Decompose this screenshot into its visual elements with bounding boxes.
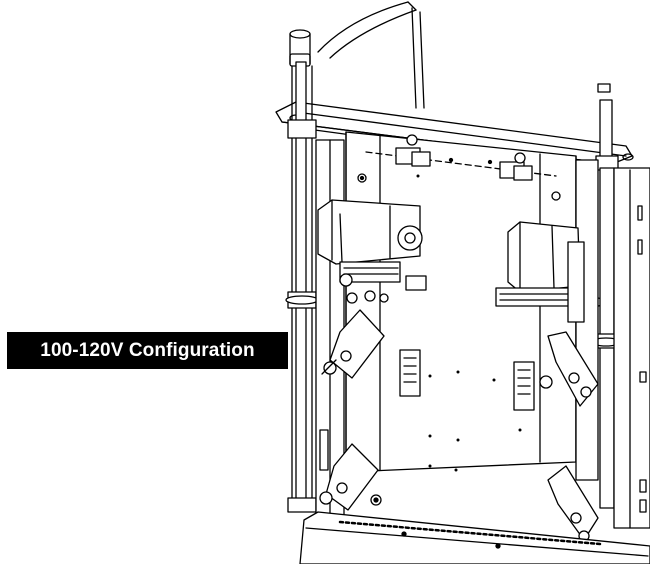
right-stepper-motor	[496, 222, 584, 322]
back-plate	[346, 132, 602, 505]
terminal-block-right	[514, 362, 552, 410]
top-shaft	[366, 135, 556, 180]
configuration-label: 100-120V Configuration	[40, 339, 255, 361]
left-stepper-motor	[318, 200, 426, 303]
base-plate	[300, 512, 650, 564]
micro-switch-lower-left	[320, 444, 378, 510]
micro-switch-upper-left	[322, 310, 384, 378]
configuration-callout: 100-120V Configuration	[7, 332, 288, 369]
mounting-holes	[416, 174, 522, 472]
micro-switch-upper-right	[548, 332, 598, 406]
terminal-block-left	[400, 350, 420, 396]
rear-frame	[318, 2, 424, 108]
